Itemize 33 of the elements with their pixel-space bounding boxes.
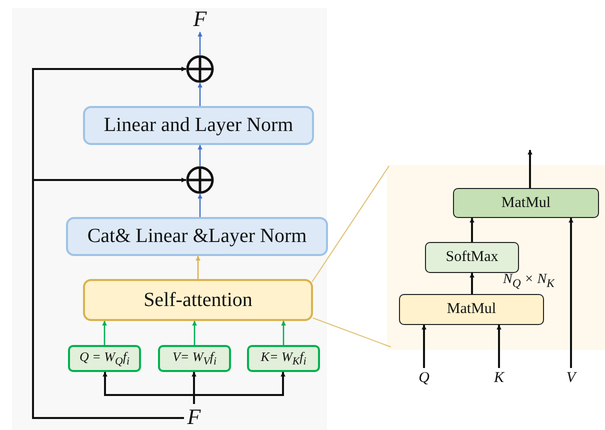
arrow <box>198 82 202 106</box>
formula-box: K= W$_{K}$f$_{i}$ <box>247 345 320 372</box>
attention-box: Self-attention <box>83 279 313 321</box>
input-variable: Q <box>416 368 432 388</box>
arrow <box>193 372 286 404</box>
arrow <box>192 320 197 345</box>
process-box: Cat& Linear &Layer Norm <box>66 217 328 256</box>
formula-box: V= W$_{V}$f$_{i}$ <box>158 345 231 372</box>
arrow <box>281 320 286 345</box>
output-variable: F <box>190 6 210 32</box>
arrow <box>528 150 532 188</box>
arrow <box>196 256 200 279</box>
arrow <box>198 144 202 166</box>
process-box: MatMul <box>399 294 544 325</box>
add-circle <box>186 55 214 83</box>
arrow <box>32 178 186 419</box>
arrow <box>198 194 202 217</box>
input-variable: V <box>563 368 579 388</box>
arrow <box>102 320 107 345</box>
arrow <box>198 32 202 55</box>
input-variable: F <box>184 404 204 430</box>
process-box: Linear and Layer Norm <box>83 106 314 145</box>
add-circle <box>186 166 214 194</box>
process-box: MatMul <box>453 188 599 218</box>
formula-box: Q = W$_{Q}$f$_{i}$ <box>68 345 141 372</box>
arrow <box>470 218 474 242</box>
process-box: SoftMax <box>425 242 519 273</box>
arrow <box>422 324 426 368</box>
input-variable: K <box>491 368 507 388</box>
arrow <box>496 324 502 368</box>
arrow <box>470 272 474 294</box>
arrow <box>568 218 574 368</box>
dimension-label: N$_{Q}$ × N$_{K}$ <box>503 272 554 290</box>
